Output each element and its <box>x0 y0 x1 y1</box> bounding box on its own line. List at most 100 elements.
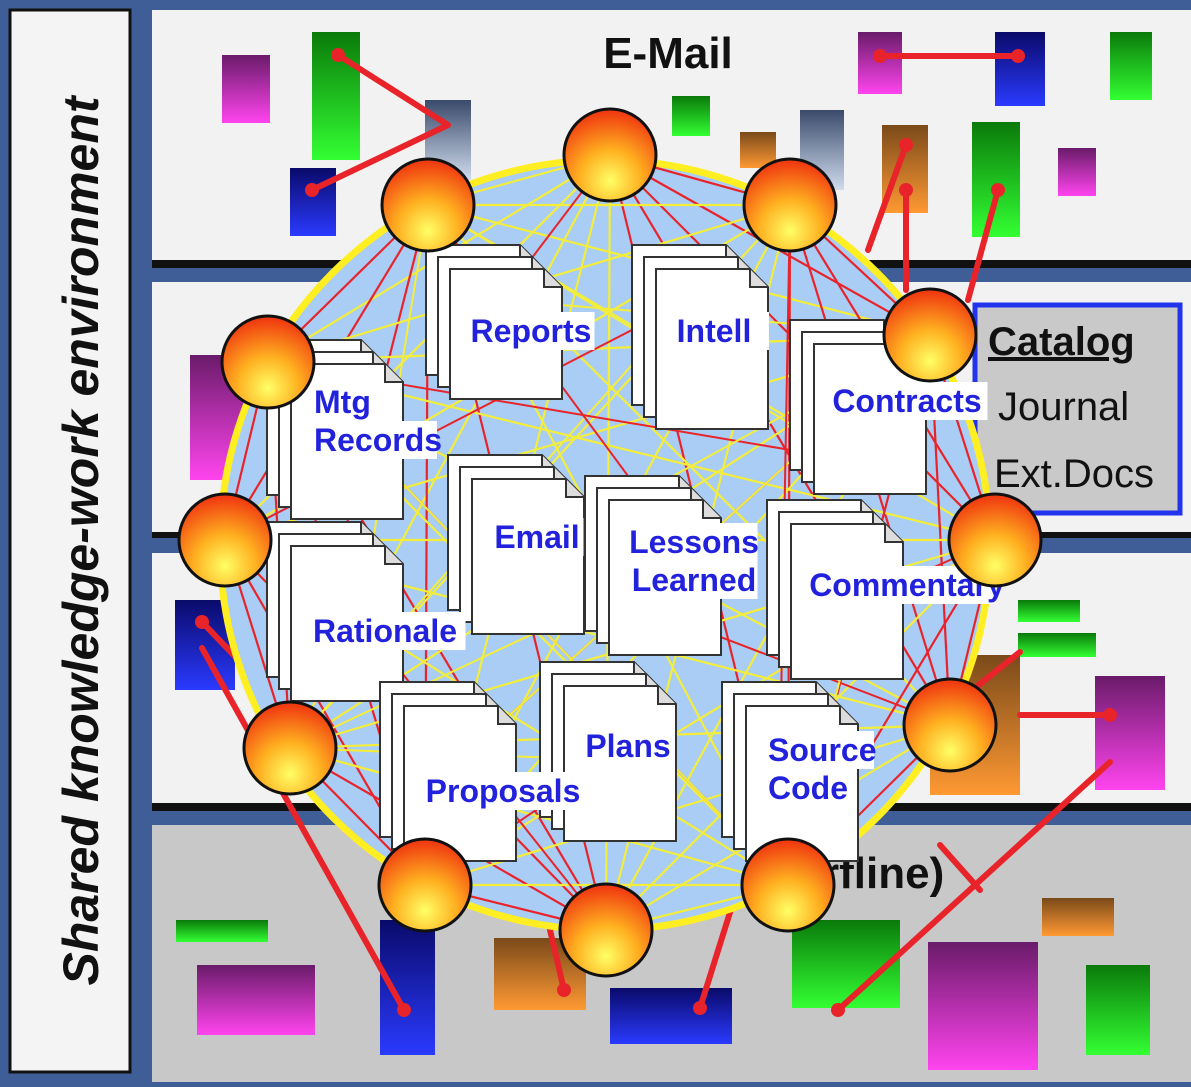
page-fold <box>497 706 516 725</box>
label-backdrop <box>630 561 758 599</box>
network-node[interactable] <box>742 157 838 253</box>
document-label: Mtg <box>314 384 371 420</box>
network-node[interactable] <box>558 882 654 978</box>
color-block <box>290 168 336 236</box>
outer-link <box>865 142 909 253</box>
page-fold <box>565 479 584 498</box>
outer-link <box>937 842 983 893</box>
link-endpoint <box>557 983 571 997</box>
document-stack-commentary[interactable]: Commentary <box>766 499 1005 680</box>
network-node[interactable] <box>242 700 338 796</box>
link-endpoint <box>305 183 319 197</box>
page-fold <box>657 686 676 705</box>
document-stack-plans[interactable]: Plans <box>539 661 677 842</box>
page-fold <box>702 500 721 519</box>
document-page <box>471 478 585 635</box>
document-stack-intell[interactable]: Intell <box>631 244 769 430</box>
link-endpoint <box>397 1003 411 1017</box>
color-block <box>1018 600 1080 622</box>
link-endpoint <box>899 183 913 197</box>
page-fold <box>543 269 562 288</box>
label-backdrop <box>826 382 988 420</box>
outer-link <box>199 645 407 1013</box>
label-backdrop <box>630 523 758 561</box>
side-label: Shared knowledge-work environment <box>53 94 109 985</box>
link-endpoint <box>831 1003 845 1017</box>
label-backdrop <box>764 731 874 769</box>
catalog-item-ext-docs: Ext.Docs <box>994 452 1154 496</box>
outer-link <box>335 52 451 128</box>
document-label: Rationale <box>313 613 457 649</box>
document-label: Proposals <box>426 773 581 809</box>
network-nodes <box>177 107 1043 978</box>
link-endpoint <box>899 138 913 152</box>
label-backdrop <box>581 727 675 765</box>
document-label: Source <box>768 732 876 768</box>
page-fold <box>384 546 403 565</box>
catalog-title: Catalog <box>988 320 1135 364</box>
network-node[interactable] <box>902 677 998 773</box>
color-block <box>972 122 1020 237</box>
document-label: Learned <box>632 562 756 598</box>
page-fold <box>884 524 903 543</box>
page-fold <box>384 364 403 383</box>
outer-link <box>965 187 1001 303</box>
network-node[interactable] <box>562 107 658 203</box>
outer-link <box>309 122 451 193</box>
label-backdrop <box>304 612 466 650</box>
color-block <box>1042 898 1114 936</box>
network-node[interactable] <box>740 837 836 933</box>
document-label: Reports <box>471 313 592 349</box>
color-block <box>995 32 1045 106</box>
network-node[interactable] <box>380 157 476 253</box>
document-label: Code <box>768 770 848 806</box>
catalog-item-journal: Journal <box>998 385 1129 429</box>
network-node[interactable] <box>947 492 1043 588</box>
document-stack-email[interactable]: Email <box>447 454 585 635</box>
document-label: Contracts <box>832 383 981 419</box>
link-endpoint <box>873 49 887 63</box>
outer-link <box>697 903 735 1011</box>
document-stack-contracts[interactable]: Contracts <box>789 319 988 495</box>
network-node[interactable] <box>177 492 273 588</box>
page-fold <box>839 706 858 725</box>
link-endpoint <box>991 183 1005 197</box>
network-node[interactable] <box>220 314 316 410</box>
outer-link <box>547 927 567 993</box>
network-node[interactable] <box>377 837 473 933</box>
side-label-panel: Shared knowledge-work environment <box>8 8 132 1074</box>
document-label: Intell <box>677 313 752 349</box>
document-label: Email <box>494 519 579 555</box>
color-block <box>222 55 270 123</box>
label-backdrop <box>467 312 595 350</box>
band-title-email: E-Mail <box>603 29 733 78</box>
document-label: Lessons <box>629 524 759 560</box>
color-block <box>1110 32 1152 100</box>
link-endpoint <box>331 48 345 62</box>
label-backdrop <box>422 772 584 810</box>
document-stack-proposals[interactable]: Proposals <box>379 681 584 862</box>
label-backdrop <box>310 383 369 421</box>
label-backdrop <box>764 769 840 807</box>
link-endpoint <box>195 615 209 629</box>
document-stack-reports[interactable]: Reports <box>425 244 595 400</box>
document-stack-rationale[interactable]: Rationale <box>266 521 466 702</box>
outer-links <box>195 48 1117 1017</box>
label-backdrop <box>659 312 769 350</box>
network-node[interactable] <box>882 287 978 383</box>
color-block <box>176 920 268 942</box>
color-block <box>792 920 900 1008</box>
color-block <box>672 96 710 136</box>
color-block <box>1018 633 1096 657</box>
color-block <box>928 942 1038 1070</box>
color-block <box>1058 148 1096 196</box>
link-endpoint <box>693 1001 707 1015</box>
document-label: Plans <box>585 728 670 764</box>
label-backdrop <box>490 518 584 556</box>
